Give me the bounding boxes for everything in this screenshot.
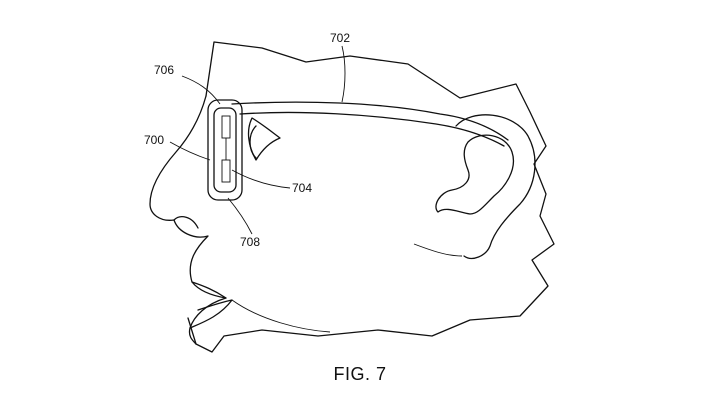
lips xyxy=(189,281,233,329)
cheek-line xyxy=(231,299,331,333)
face-profile xyxy=(149,95,227,345)
leader-706 xyxy=(181,75,221,105)
eyeglass-temple xyxy=(231,101,509,141)
leader-708 xyxy=(227,197,253,235)
ear xyxy=(455,114,536,260)
leader-704 xyxy=(231,169,291,189)
nostril xyxy=(173,216,199,229)
eye xyxy=(247,117,281,161)
ref-708: 708 xyxy=(240,235,260,249)
eye-iris xyxy=(249,125,257,159)
eyeglass-temple-lower xyxy=(239,111,505,147)
lens-module-outer xyxy=(207,99,243,201)
display-element-top xyxy=(221,115,231,139)
ref-704: 704 xyxy=(292,181,312,195)
ear-lobe xyxy=(413,243,463,257)
head-outline xyxy=(187,41,555,353)
leader-702 xyxy=(341,45,346,103)
ear-inner xyxy=(435,134,515,215)
figure-caption: FIG. 7 xyxy=(333,364,387,384)
leader-700 xyxy=(169,141,211,161)
ref-700: 700 xyxy=(144,133,164,147)
display-element-bottom xyxy=(221,159,231,183)
ref-702: 702 xyxy=(330,31,350,45)
lens-module-inner xyxy=(213,107,237,193)
ref-706: 706 xyxy=(154,63,174,77)
